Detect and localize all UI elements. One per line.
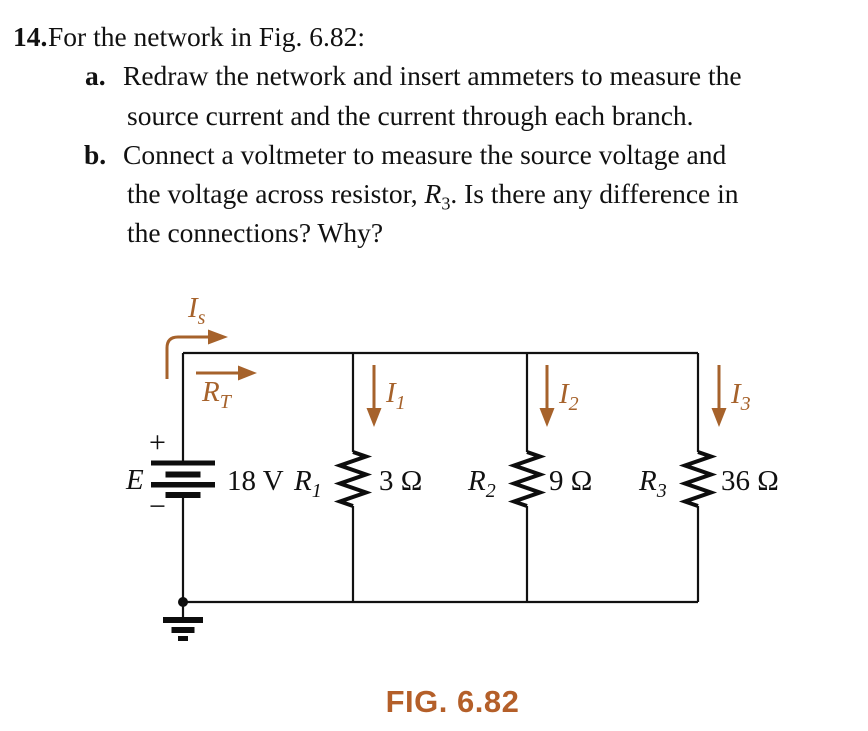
item-b-line2: the voltage across resistor, R3. Is ther… [127, 178, 739, 213]
resistor-r2-label: R2 [467, 465, 496, 502]
item-a-line1: Redraw the network and insert ammeters t… [123, 60, 742, 91]
item-a-line2: source current and the current through e… [127, 100, 694, 131]
figure-caption: FIG. 6.82 [385, 684, 520, 719]
resistor-r1-value: 3 Ω [379, 465, 422, 497]
problem-intro: For the network in Fig. 6.82: [48, 21, 366, 52]
resistor-r3-value: 36 Ω [721, 465, 779, 497]
resistor-r1-icon [333, 450, 373, 508]
item-b-line3: the connections? Why? [127, 217, 384, 248]
item-a-label: a. [85, 60, 106, 91]
ground-bar-2 [171, 627, 195, 633]
source-label: E [125, 464, 144, 496]
resistor-r2-icon [507, 450, 547, 508]
item-b-line2-pre: the voltage across resistor, [127, 178, 425, 209]
ground-bar-1 [163, 617, 203, 623]
resistor-r3-label: R3 [638, 465, 667, 502]
branch2-current-arrow-head [539, 408, 555, 427]
battery-plate-short-2 [165, 492, 201, 498]
resistor-r1-label: R1 [293, 465, 322, 502]
total-resistance-arrow-icon [196, 365, 257, 381]
total-resistance-arrow-head [238, 365, 257, 381]
voltage-source-icon [151, 460, 215, 498]
item-b-line2-post: . Is there any difference in [450, 178, 739, 209]
resistor-symbol-inline: R [424, 178, 442, 209]
resistor-r3-icon [678, 450, 718, 508]
ground-bar-3 [178, 636, 188, 641]
minus-sign: − [149, 490, 166, 523]
resistor-subscript-inline: 3 [441, 193, 451, 214]
branch3-current-arrow-head [711, 408, 727, 427]
source-current-arrow-icon [165, 329, 228, 379]
source-voltage-value: 18 V [227, 465, 284, 497]
plus-sign: + [149, 426, 166, 459]
branch1-current-arrow-head [366, 408, 382, 427]
source-current-arrow-head [208, 329, 228, 345]
branch3-current-label: I3 [730, 378, 751, 415]
battery-plate-long-1 [151, 460, 215, 466]
problem-number: 14. [13, 21, 48, 52]
branch2-current-label: I2 [558, 378, 579, 415]
item-b-label: b. [84, 139, 107, 170]
branch1-current-arrow-icon [366, 365, 382, 427]
resistor-r2-value: 9 Ω [549, 465, 592, 497]
battery-plate-long-2 [151, 482, 215, 488]
source-current-arrow-shaft [165, 335, 209, 379]
ground-icon [163, 597, 203, 641]
item-b-line1: Connect a voltmeter to measure the sourc… [123, 139, 727, 170]
branch1-current-label: I1 [385, 377, 406, 414]
branch3-current-arrow-icon [711, 365, 727, 427]
total-resistance-label: RT [201, 376, 233, 413]
source-current-label: Is [187, 292, 206, 329]
branch2-current-arrow-icon [539, 365, 555, 427]
battery-plate-short-1 [165, 471, 201, 478]
